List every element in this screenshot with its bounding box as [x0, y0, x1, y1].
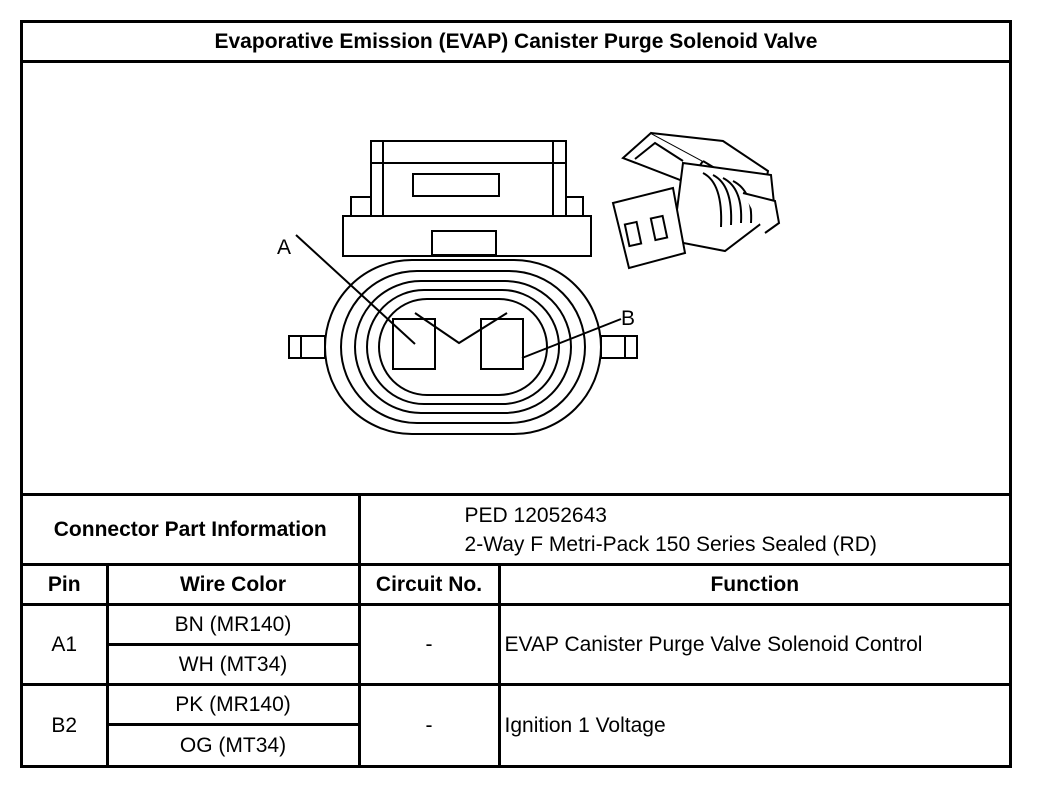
part-info-row: Connector Part Information PED 12052643 … [23, 492, 1010, 567]
connector-part-label: Connector Part Information [23, 492, 361, 567]
connector-isometric-drawing [611, 131, 781, 270]
connector-part-details: PED 12052643 2-Way F Metri-Pack 150 Seri… [357, 492, 1010, 567]
connector-sheet: Evaporative Emission (EVAP) Canister Pur… [20, 20, 1012, 768]
table-row: A1 BN (MR140) - EVAP Canister Purge Valv… [23, 603, 1010, 687]
sheet-title: Evaporative Emission (EVAP) Canister Pur… [23, 23, 1009, 63]
wire-color-cell: OG (MT34) [105, 723, 361, 765]
pin-cell: B2 [23, 683, 109, 765]
table-row: WH (MT34) [23, 643, 1009, 687]
table-row: B2 PK (MR140) - Ignition 1 Voltage [23, 683, 1010, 765]
connector-diagram: A B [277, 131, 781, 435]
circuit-cell: - [357, 603, 501, 687]
col-header-function: Function [497, 563, 1010, 607]
pin-a-leader [295, 234, 416, 345]
part-number: PED 12052643 [464, 503, 607, 527]
table-row: OG (MT34) [23, 723, 1009, 765]
pin-b-label: B [621, 307, 635, 330]
connector-info-table: Connector Part Information PED 12052643 … [23, 492, 1010, 765]
function-cell: Ignition 1 Voltage [497, 683, 1010, 765]
pin-b-leader [521, 318, 622, 359]
header-row: Pin Wire Color Circuit No. Function [23, 563, 1010, 607]
pin-cell: A1 [23, 603, 109, 687]
col-header-pin: Pin [23, 563, 109, 607]
function-cell: EVAP Canister Purge Valve Solenoid Contr… [497, 603, 1010, 687]
wire-color-cell: PK (MR140) [105, 683, 361, 727]
circuit-cell: - [357, 683, 501, 765]
col-header-wire-color: Wire Color [105, 563, 361, 607]
col-header-circuit: Circuit No. [357, 563, 501, 607]
connector-face-drawing [288, 140, 638, 435]
pin-a-label: A [277, 236, 291, 259]
wire-color-cell: WH (MT34) [105, 643, 361, 687]
part-description: 2-Way F Metri-Pack 150 Series Sealed (RD… [464, 532, 877, 556]
wire-color-cell: BN (MR140) [105, 603, 361, 647]
